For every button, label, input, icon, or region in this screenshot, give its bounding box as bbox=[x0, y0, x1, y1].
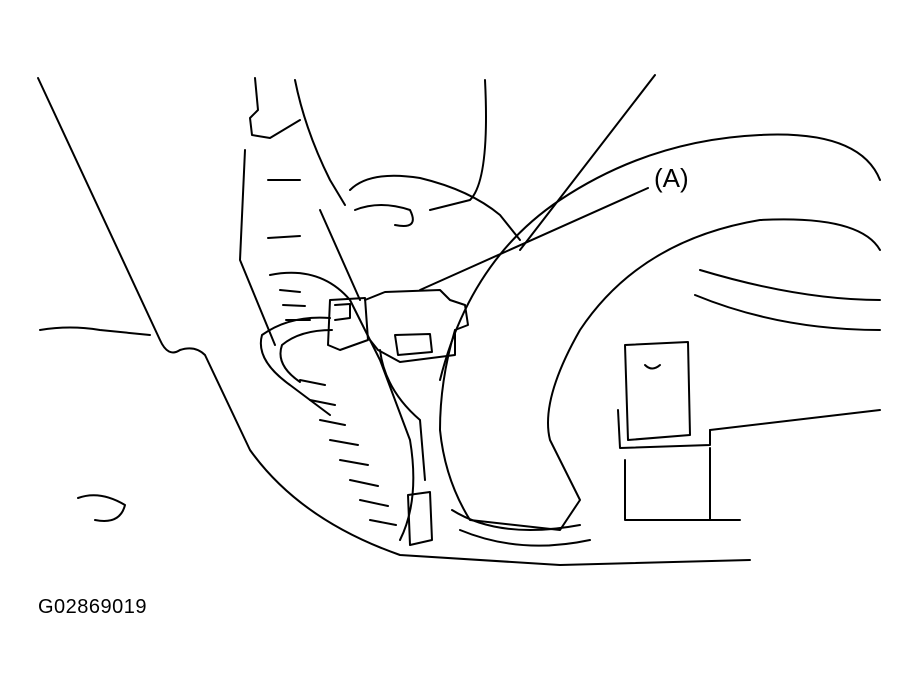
body-panel bbox=[37, 77, 751, 566]
figure-code: G02869019 bbox=[38, 596, 148, 618]
engine-housing bbox=[239, 77, 521, 346]
ribbed-shroud bbox=[269, 271, 415, 541]
connector-a bbox=[259, 289, 469, 546]
callout-label-a: (A) bbox=[654, 163, 689, 193]
coolant-hose bbox=[439, 133, 881, 547]
callout-leader bbox=[419, 74, 656, 291]
side-bracket bbox=[617, 269, 881, 521]
